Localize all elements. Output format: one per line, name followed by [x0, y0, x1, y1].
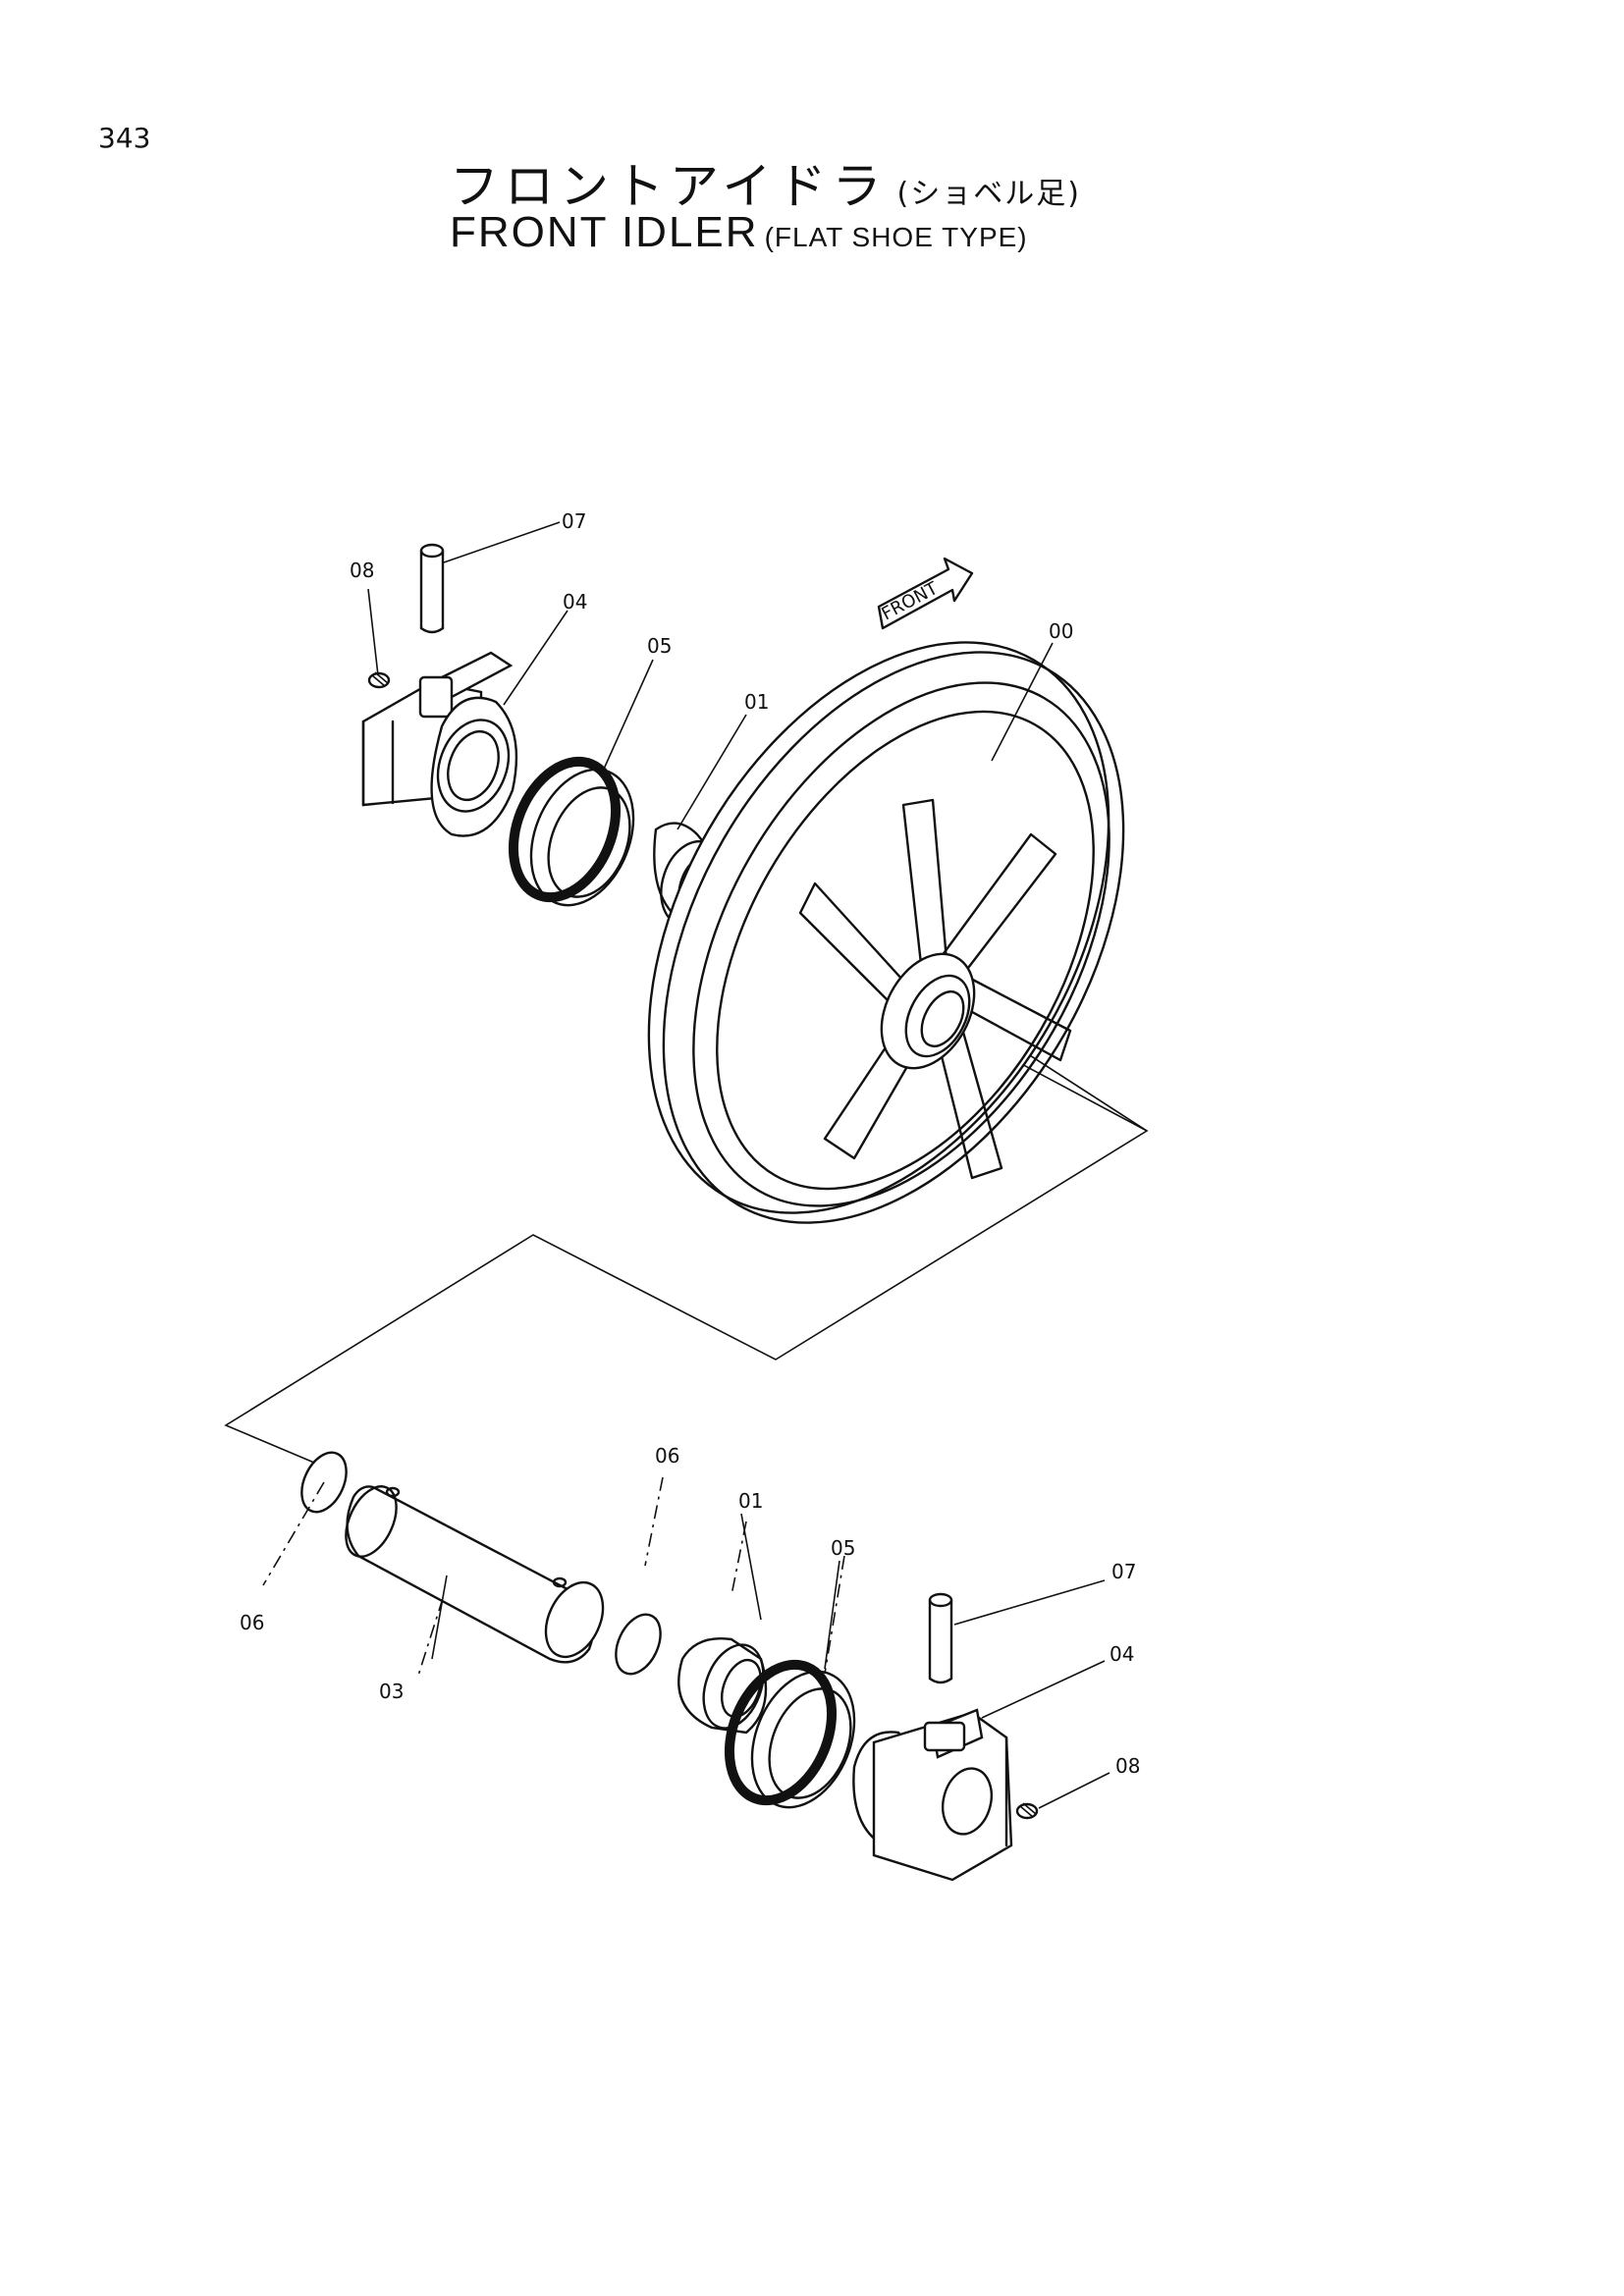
- title-en-sub: (FLAT SHOE TYPE): [764, 222, 1028, 252]
- front-arrow-icon: FRONT: [877, 557, 974, 630]
- title-en-main: FRONT IDLER: [450, 208, 759, 256]
- pin-bottom: [928, 1592, 953, 1684]
- support-top: [361, 651, 518, 837]
- callout-04-top: 04: [563, 590, 587, 614]
- callout-01-bot: 01: [738, 1489, 763, 1513]
- seal-bottom: [724, 1659, 856, 1809]
- ring-left: [300, 1451, 348, 1514]
- pin-top: [419, 543, 445, 634]
- callout-05-top: 05: [647, 634, 672, 658]
- callout-08-top: 08: [350, 559, 374, 582]
- seal-top: [508, 756, 635, 907]
- plug-bottom: [1015, 1802, 1039, 1820]
- title-english: FRONT IDLER(FLAT SHOE TYPE): [450, 208, 1028, 257]
- wheel-spokes: [798, 798, 1072, 1180]
- idler-wheel: [647, 641, 1125, 1224]
- callout-07-bot: 07: [1111, 1560, 1136, 1583]
- callout-07-top: 07: [562, 509, 586, 533]
- title-jp-sub: (ショベル足): [896, 177, 1081, 211]
- callout-06-left: 06: [240, 1611, 264, 1634]
- page-number: 343: [98, 122, 151, 154]
- callout-04-bot: 04: [1110, 1642, 1134, 1666]
- title-japanese: フロントアイドラ(ショベル足): [450, 147, 1081, 218]
- plug-top: [367, 671, 391, 689]
- title-jp-main: フロントアイドラ: [450, 158, 888, 215]
- callout-00: 00: [1049, 619, 1073, 643]
- support-bottom: [852, 1708, 1013, 1882]
- callout-01-top: 01: [744, 690, 769, 714]
- ring-mid: [615, 1613, 662, 1676]
- leader-lines: [367, 521, 1110, 1809]
- callout-05-bot: 05: [831, 1536, 855, 1560]
- callout-08-bot: 08: [1115, 1754, 1140, 1778]
- shaft: [345, 1485, 605, 1664]
- callout-labels: 07 08 04 05 01 00 06 03 06 01 05 07 04 0…: [240, 509, 1140, 1778]
- callout-06-mid: 06: [655, 1444, 679, 1468]
- callout-03: 03: [379, 1680, 404, 1703]
